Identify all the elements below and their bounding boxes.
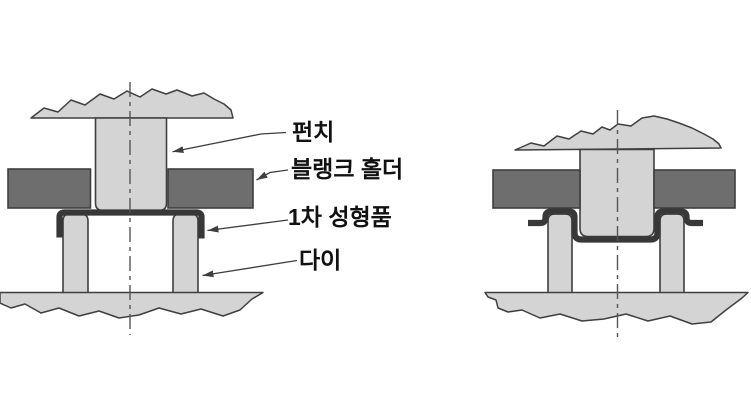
blank-holder-right-block [653,169,736,209]
lower-bolster-plate [484,291,749,325]
blank-holder-left-block [7,168,92,209]
blank-holder-left-block [492,169,581,209]
formed-sheet-stage2 [528,208,703,243]
punch-shape [94,117,168,212]
leader-line-die [202,259,298,278]
label-die: 다이 [299,247,341,273]
right-diagram-second-stage [484,110,749,340]
label-punch: 펀치 [292,119,334,145]
leader-line-blank-holder [256,169,289,181]
lower-bolster-plate [0,291,264,319]
die-right-pillar [659,213,685,294]
blank-holder-right-block [167,168,254,209]
left-diagram-first-stage [0,82,264,335]
die-right-pillar [172,213,199,294]
label-first-formed-part: 1차 성형품 [288,204,392,230]
callouts: 펀치 블랭크 홀더 1차 성형품 다이 [172,119,403,278]
label-blank-holder: 블랭크 홀더 [291,156,403,182]
upper-ram-plate [30,88,234,119]
leader-line-first-formed-part [207,219,289,233]
die-left-pillar [547,213,573,294]
leader-line-punch [172,131,287,154]
die-left-pillar [62,213,89,294]
